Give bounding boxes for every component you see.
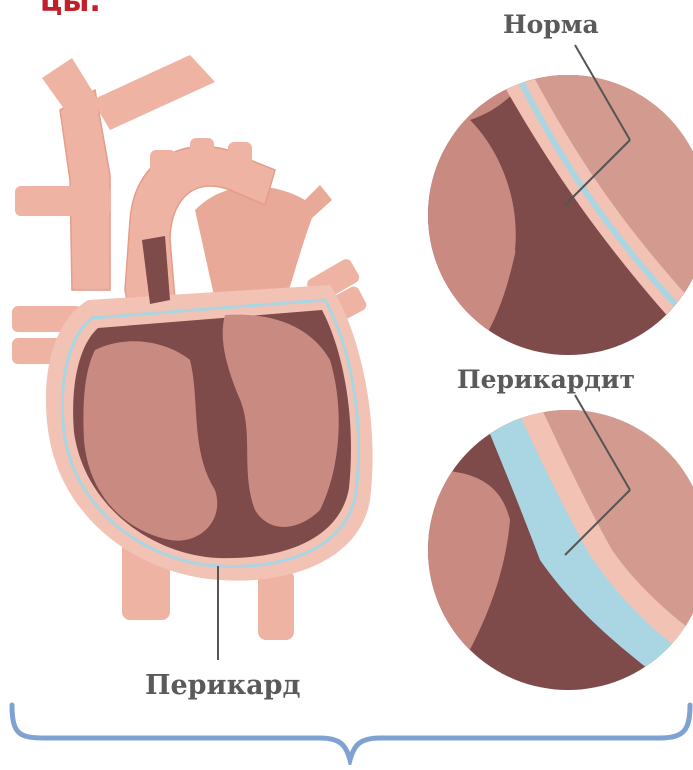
descending-aorta — [258, 570, 294, 640]
pulmonary-vein-1 — [15, 186, 110, 216]
heart-icon — [12, 55, 373, 660]
brachiocephalic-vessel — [92, 55, 215, 130]
pericarditis-label: Перикардит — [457, 365, 635, 394]
aortic-branch-3 — [228, 142, 252, 182]
pericardium-label: Перикард — [145, 670, 300, 701]
aortic-branch-1 — [150, 150, 176, 190]
curly-bracket-icon — [12, 705, 690, 760]
normal-pericardium-magnifier-icon — [420, 45, 693, 370]
pericarditis-magnifier-icon — [420, 395, 693, 705]
normal-label: Норма — [503, 10, 599, 39]
heading-fragment: цы. — [40, 0, 101, 19]
aortic-branch-2 — [190, 138, 214, 178]
